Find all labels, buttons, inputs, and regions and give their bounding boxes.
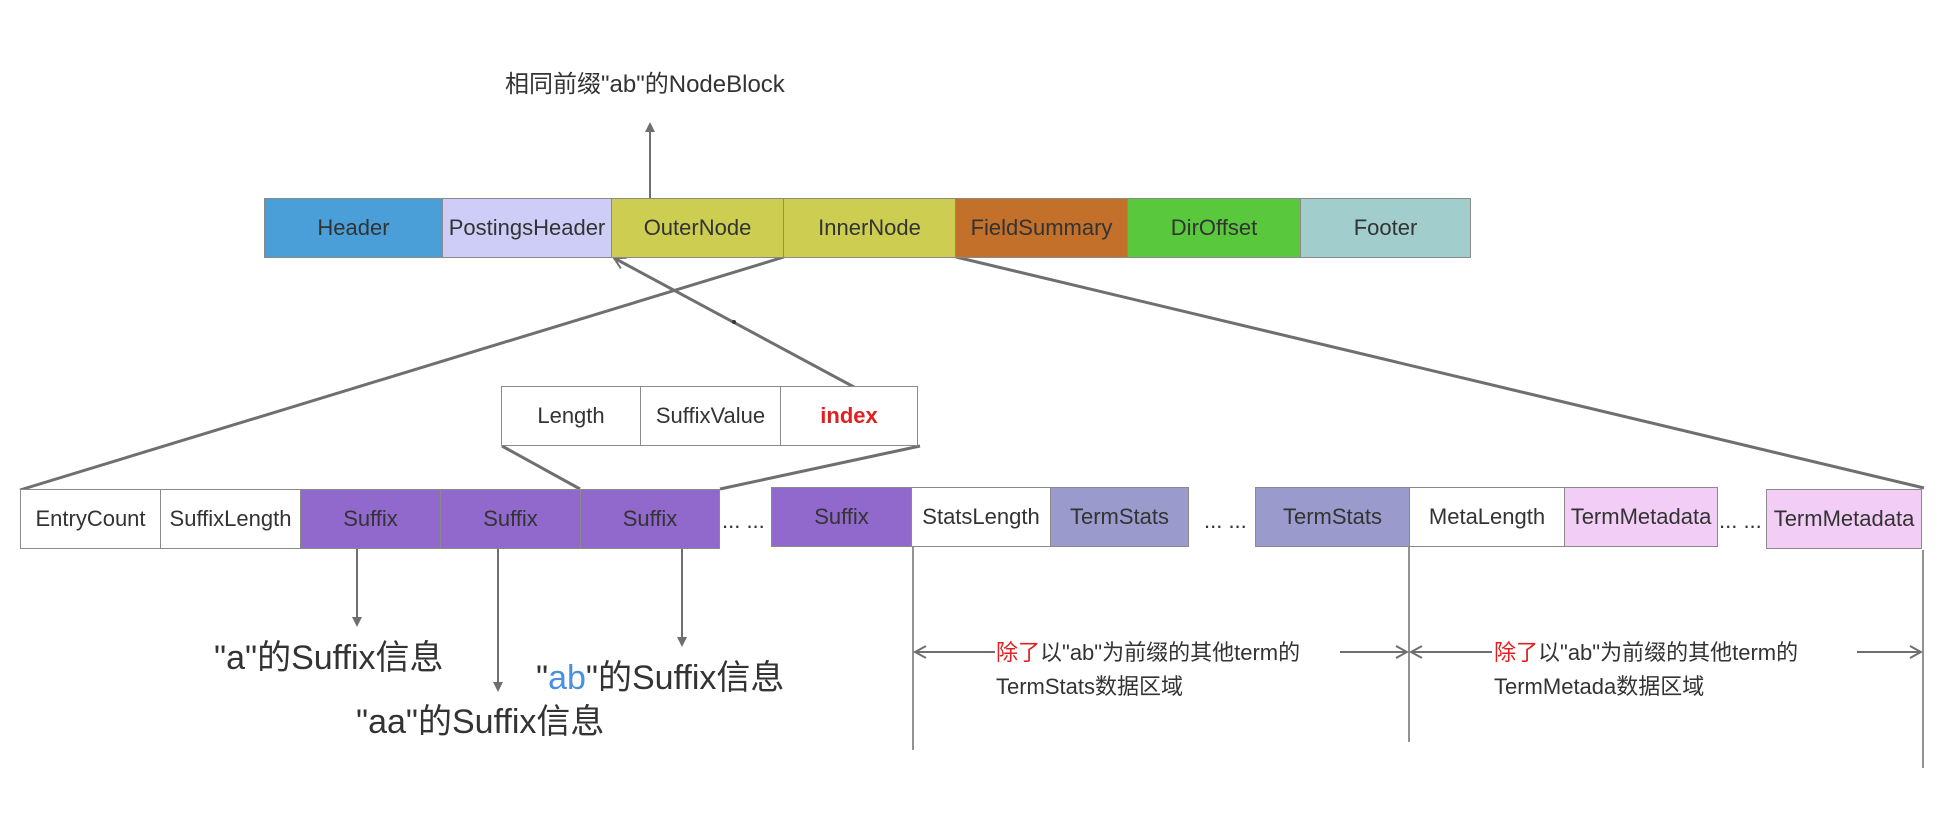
suffix-info-text: 的Suffix信息 — [257, 639, 444, 677]
note-red-text: 除了 — [1494, 640, 1539, 665]
term-metadata-note: 除了以"ab"为前缀的其他term的 TermMetada数据区域 — [1494, 636, 1798, 704]
note-line-2: TermMetada数据区域 — [1494, 674, 1705, 699]
suffix-key: a — [226, 639, 245, 677]
quote-open: " — [356, 703, 369, 741]
ellipsis-suffix: ... ... — [722, 508, 765, 533]
ellipsis-meta: ... ... — [1719, 508, 1762, 533]
index-field: index — [780, 386, 918, 446]
quote-close: " — [405, 703, 418, 741]
footer-block: Footer — [1300, 198, 1471, 258]
suffix-block-aa: Suffix — [440, 489, 581, 549]
suffix-info-text: 的Suffix信息 — [597, 659, 785, 697]
suffix-block-a: Suffix — [300, 489, 441, 549]
suffix-value-field: SuffixValue — [640, 386, 781, 446]
note-line-1: 除了以"ab"为前缀的其他term的 — [1494, 636, 1798, 670]
detail-line-left — [501, 444, 581, 491]
term-stats-block-1: TermStats — [1050, 487, 1189, 547]
header-block: Header — [264, 198, 443, 258]
inner-node-block: InnerNode — [783, 198, 956, 258]
stats-length-block: StatsLength — [911, 487, 1051, 547]
entry-count-block: EntryCount — [20, 489, 161, 549]
term-stats-note: 除了以"ab"为前缀的其他term的 TermStats数据区域 — [996, 636, 1300, 704]
suffix-block-last: Suffix — [771, 487, 912, 547]
note-text: 以"ab"为前缀的其他term的 — [1538, 640, 1799, 665]
quote-close: " — [245, 639, 258, 677]
term-stats-block-2: TermStats — [1255, 487, 1410, 547]
suffix-ab-label: "ab"的Suffix信息 — [536, 650, 784, 699]
note-line-2: TermStats数据区域 — [996, 674, 1184, 699]
note-text: 以"ab"为前缀的其他term的 — [1040, 640, 1301, 665]
suffix-info-text: 的Suffix信息 — [417, 703, 605, 741]
suffix-length-block: SuffixLength — [160, 489, 301, 549]
expand-line-left — [19, 255, 785, 492]
ellipsis-stats: ... ... — [1204, 508, 1247, 533]
note-line-1: 除了以"ab"为前缀的其他term的 — [996, 636, 1300, 670]
nodeblock-title: 相同前缀"ab"的NodeBlock — [505, 71, 785, 98]
quote-open: " — [536, 659, 549, 697]
suffix-key: aa — [368, 703, 406, 741]
suffix-block-ab: Suffix — [580, 489, 720, 549]
small-dot — [732, 320, 736, 324]
detail-line-right — [719, 444, 921, 491]
meta-length-block: MetaLength — [1409, 487, 1565, 547]
quote-open: " — [214, 639, 227, 677]
suffix-aa-label: "aa"的Suffix信息 — [356, 694, 604, 743]
expand-line-right — [955, 255, 1925, 490]
term-metadata-block-1: TermMetadata — [1564, 487, 1718, 547]
length-field: Length — [501, 386, 641, 446]
postings-header-block: PostingsHeader — [442, 198, 612, 258]
note-red-text: 除了 — [996, 640, 1041, 665]
term-metadata-block-2: TermMetadata — [1766, 489, 1922, 549]
quote-close: " — [585, 659, 598, 697]
outer-node-block: OuterNode — [611, 198, 784, 258]
suffix-key-highlight: ab — [548, 659, 586, 697]
field-summary-block: FieldSummary — [955, 198, 1128, 258]
suffix-a-label: "a"的Suffix信息 — [214, 630, 444, 679]
dir-offset-block: DirOffset — [1127, 198, 1301, 258]
